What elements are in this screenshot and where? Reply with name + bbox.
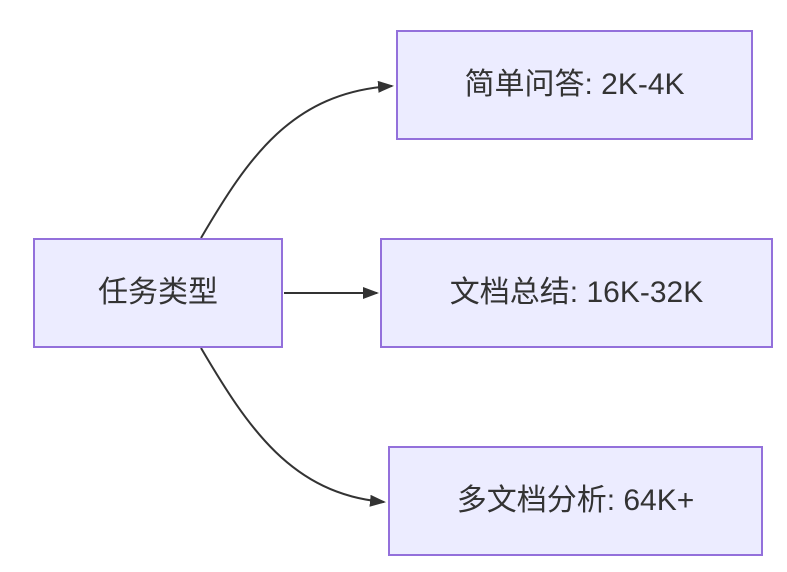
edge-root-to-simple-qa [200,80,394,239]
node-multidoc-analysis-label: 多文档分析: 64K+ [456,484,695,517]
node-multidoc-analysis: 多文档分析: 64K+ [388,446,763,556]
node-task-type: 任务类型 [33,238,283,348]
node-doc-summary: 文档总结: 16K-32K [380,238,773,348]
node-doc-summary-label: 文档总结: 16K-32K [449,276,704,309]
node-simple-qa: 简单问答: 2K-4K [396,30,753,140]
node-task-type-label: 任务类型 [98,276,218,309]
edge-root-to-multidoc-analysis [200,347,386,507]
node-simple-qa-label: 简单问答: 2K-4K [464,68,685,101]
